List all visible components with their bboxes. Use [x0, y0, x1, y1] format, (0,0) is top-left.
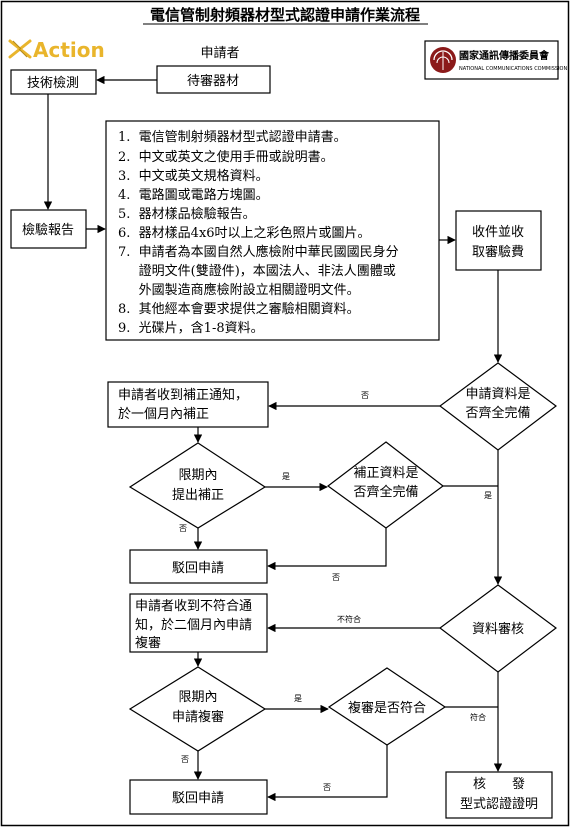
receive-fee-label-2: 取審驗費: [472, 245, 524, 260]
edge-label-nonconform: 不符合: [337, 614, 361, 624]
reject-label-2: 駁回申請: [172, 791, 224, 806]
reject-box-2: [129, 779, 268, 815]
reject-box-1: [129, 549, 268, 584]
nonconform-notice-label-1: 申請者收到不符合通: [135, 598, 252, 614]
recheck-deadline-label-1: 限期內: [178, 690, 217, 705]
issue-certificate-label-2: 型式認證證明: [460, 796, 538, 812]
doc-item: 6. 器材樣品4x6吋以上之彩色照片或圖片。: [118, 225, 371, 241]
doc-item: 9. 光碟片，含1-8資料。: [118, 320, 264, 336]
correction-deadline-label-1: 限期內: [178, 468, 217, 483]
reject-label-1: 駁回申請: [172, 561, 224, 576]
ncc-name-cn: 國家通訊傳播委員會: [459, 49, 550, 62]
doc-item: 5. 器材樣品檢驗報告。: [118, 206, 256, 222]
nonconform-notice-label-2: 知，於二個月內申請: [135, 617, 252, 633]
applicant-header: 申請者: [200, 46, 239, 61]
doc-item: 7. 申請者為本國自然人應檢附中華民國國民身分: [118, 244, 399, 260]
edge-label-no: 否: [181, 755, 189, 764]
edge-supp-no: [267, 528, 387, 571]
recheck-conform-label: 複審是否符合: [348, 700, 426, 716]
doc-item: 1. 電信管制射頻器材型式認證申請書。: [118, 129, 347, 145]
nonconform-notice-label-3: 複審: [135, 635, 161, 651]
edge-recheck-no: [267, 745, 388, 802]
edge-label-conform: 符合: [470, 712, 486, 722]
doc-item: 證明文件(雙證件)，本國法人、非法人團體或: [118, 263, 396, 279]
doc-item: 8. 其他經本會要求提供之審驗相關資料。: [118, 301, 360, 317]
edge-label-no: 否: [332, 573, 340, 582]
correction-deadline-diamond: [128, 442, 267, 529]
nonconform-notice-box: [129, 593, 268, 653]
page-title: 電信管制射頻器材型式認證申請作業流程: [150, 6, 420, 24]
doc-item: 外國製造商應檢附設立相關證明文件。: [118, 282, 360, 298]
action-x-icon: [8, 39, 32, 59]
receive-fee-label-1: 收件並收: [472, 225, 524, 240]
docs-complete-label-2: 否齊全完備: [465, 405, 530, 421]
edge-label-no: 否: [361, 391, 369, 400]
edge-label-no: 否: [179, 524, 187, 533]
ncc-name-en: NATIONAL COMMUNICATIONS COMMISSION: [459, 66, 567, 72]
tech-test-label: 技術檢測: [27, 75, 79, 91]
doc-item: 3. 中文或英文規格資料。: [118, 168, 269, 184]
issue-certificate-label-1: 核 發: [473, 777, 525, 792]
docs-complete-label-1: 申請資料是: [465, 387, 530, 402]
recheck-deadline-label-2: 申請複審: [172, 709, 224, 725]
pending-device-label: 待審器材: [187, 74, 239, 89]
edge-label-no: 否: [323, 783, 331, 792]
doc-list: 1. 電信管制射頻器材型式認證申請書。 2. 中文或英文之使用手冊或說明書。 3…: [118, 129, 399, 336]
correction-notice-label-2: 於一個月內補正: [118, 406, 209, 422]
issue-certificate-box: [445, 771, 553, 819]
supplement-complete-label-2: 否齊全完備: [353, 484, 418, 500]
edge-label-yes: 是: [294, 694, 302, 703]
test-report-label: 檢驗報告: [22, 222, 74, 238]
ncc-logo: 國家通訊傳播委員會 NATIONAL COMMUNICATIONS COMMIS…: [424, 40, 567, 80]
action-logo-text: Action: [33, 38, 105, 62]
review-label: 資料審核: [472, 622, 524, 637]
correction-notice-label-1: 申請者收到補正通知，: [118, 387, 248, 403]
tech-test-box: [10, 69, 97, 95]
edge-label-yes: 是: [484, 491, 492, 500]
doc-item: 4. 電路圖或電路方塊圖。: [118, 187, 269, 203]
correction-notice-box: [107, 381, 269, 428]
edge-label-yes: 是: [282, 472, 290, 481]
pending-device-box: [156, 65, 271, 94]
correction-deadline-label-2: 提出補正: [172, 487, 224, 503]
recheck-deadline-diamond: [128, 666, 267, 752]
action-logo: Action: [8, 38, 105, 62]
flow-edges: [43, 75, 503, 802]
doc-item: 2. 中文或英文之使用手冊或說明書。: [118, 149, 334, 165]
doc-list-box: [105, 120, 440, 341]
receive-fee-box: [455, 210, 542, 271]
ncc-emblem-icon: [430, 47, 456, 73]
supplement-complete-label-1: 補正資料是: [353, 466, 418, 481]
